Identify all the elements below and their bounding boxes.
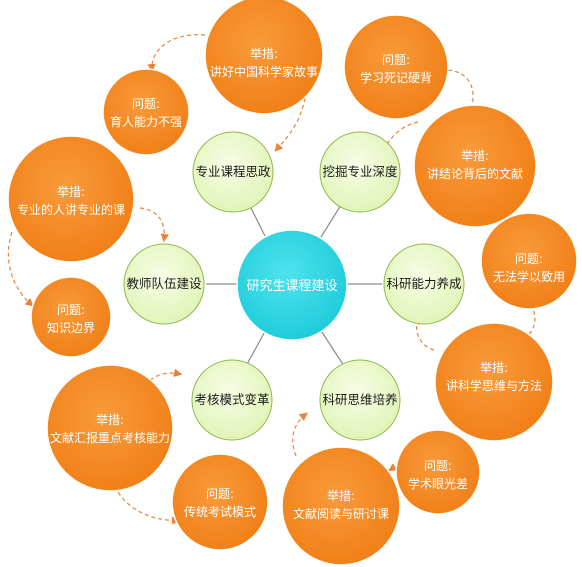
item-m-kaohe-line1: 举措: (96, 413, 124, 427)
item-m-shendu-line1: 举措: (461, 149, 489, 163)
item-m-siwei-line2: 文献阅读与研讨课 (293, 506, 389, 521)
item-q-keyan-line1: 问题: (515, 252, 543, 266)
connector-jiaoshi-1 (7, 231, 34, 307)
circle-m-kaohe (46, 364, 174, 492)
circle-center (236, 229, 348, 341)
item-q-sizheng-line1: 问题: (132, 97, 160, 111)
circle-topic-keyan (383, 243, 465, 325)
topic-labels: 专业课程思政 挖掘专业深度 科研能力养成 科研思维培养 考核模式变革 教师队伍建… (126, 164, 461, 407)
item-q-siwei-line2: 学术眼光差 (408, 476, 468, 491)
circle-topic-jiaoshi (123, 243, 205, 325)
circle-topic-kaohe (191, 359, 273, 441)
item-q-sizheng-line2: 育人能力不强 (110, 114, 182, 129)
item-m-shendu-line2: 讲结论背后的文献 (427, 166, 523, 181)
topic-label-sizheng: 专业课程思政 (195, 164, 271, 179)
item-q-kaohe-line1: 问题: (206, 487, 234, 501)
item-q-kaohe-line2: 传统考试模式 (184, 504, 256, 519)
circle-m-jiaoshi (7, 135, 135, 263)
circle-m-sizheng (204, 0, 324, 115)
connector-jiaoshi-2 (139, 207, 169, 243)
circle-q-jiaoshi (30, 276, 112, 358)
topic-label-jiaoshi: 教师队伍建设 (126, 276, 202, 291)
item-q-shendu-line2: 学习死记硬背 (360, 70, 432, 85)
circle-topic-shendu (319, 131, 401, 213)
circle-q-keyan (480, 212, 578, 310)
circle-q-sizheng (102, 68, 190, 156)
circle-topic-siwei (319, 359, 401, 441)
connector-siwei-2 (292, 412, 308, 457)
topic-label-siwei: 科研思维培养 (322, 392, 397, 407)
circle-q-shendu (343, 14, 449, 120)
item-q-jiaoshi-line1: 问题: (57, 303, 85, 317)
item-q-jiaoshi-line2: 知识边界 (47, 321, 95, 335)
item-m-sizheng-line1: 举措: (250, 47, 278, 61)
item-labels: 问题: 育人能力不强 举措: 讲好中国科学家故事 问题: 学习死记硬背 举措: … (17, 47, 565, 521)
topic-label-shendu: 挖掘专业深度 (322, 164, 398, 179)
item-q-keyan-line2: 无法学以致用 (493, 269, 565, 284)
item-m-kaohe-line2: 文献汇报重点考核能力 (50, 430, 170, 445)
circle-q-kaohe (171, 453, 269, 551)
circle-topic-sizheng (192, 131, 274, 213)
item-circles (7, 0, 578, 566)
item-m-jiaoshi-line1: 举措: (57, 185, 85, 199)
circle-m-shendu (413, 104, 537, 228)
item-q-siwei-line1: 问题: (424, 459, 452, 473)
topic-label-kaohe: 考核模式变革 (194, 392, 269, 407)
circle-q-siwei (395, 429, 481, 515)
item-m-sizheng-line2: 讲好中国科学家故事 (210, 64, 318, 79)
item-m-keyan-line1: 举措: (480, 361, 508, 375)
circle-m-siwei (281, 446, 401, 566)
spoke-siwei (317, 325, 345, 367)
item-m-keyan-line2: 讲科学思维与方法 (446, 378, 542, 393)
connector-kaohe-1 (114, 485, 181, 525)
connector-sizheng-2 (274, 97, 306, 152)
connector-sizheng-1 (147, 34, 213, 73)
center-label: 研究生课程建设 (246, 279, 337, 294)
item-q-shendu-line1: 问题: (382, 53, 410, 67)
item-m-jiaoshi-line2: 专业的人讲专业的课 (17, 202, 125, 217)
connector-kaohe-2 (149, 368, 183, 381)
item-m-siwei-line1: 举措: (327, 489, 355, 503)
circle-m-keyan (434, 322, 554, 442)
topic-circles (123, 131, 465, 441)
topic-label-keyan: 科研能力养成 (386, 276, 461, 291)
